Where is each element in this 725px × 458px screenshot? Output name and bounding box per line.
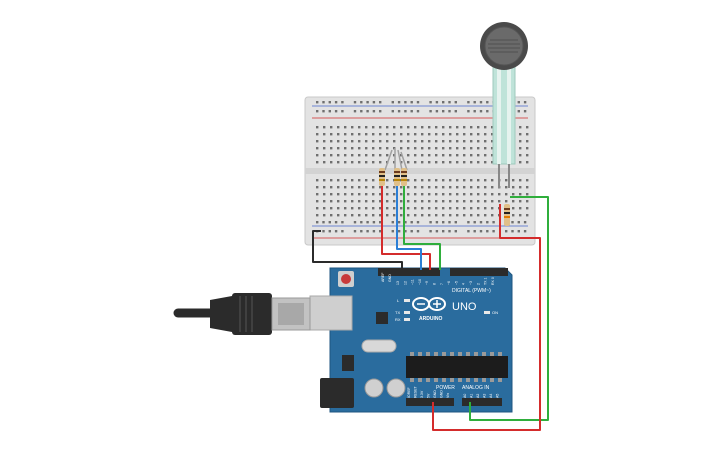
digital-pin-label-7: ~6 [447, 281, 451, 285]
l-label: L [397, 298, 400, 303]
breadboard[interactable] [304, 96, 536, 246]
power-header-label: POWER [436, 385, 455, 391]
wire-green-led[interactable] [403, 186, 441, 270]
gnd-label: GND [388, 274, 392, 282]
analog-pin-label-2: A2 [476, 394, 480, 398]
arduino-uno-board[interactable] [309, 267, 513, 413]
resistor-red[interactable] [379, 168, 385, 186]
wire-sensor-signal[interactable] [469, 196, 549, 421]
resistor-green[interactable] [401, 168, 407, 186]
digital-pin-label-10: ~3 [469, 281, 473, 285]
led-l-indicator [404, 299, 410, 302]
analog-pin-label-1: A1 [470, 394, 474, 398]
on-label: ON [492, 310, 498, 315]
led-rx-indicator [404, 318, 410, 321]
arduino-infinity-logo [412, 297, 446, 311]
power-pin-label-5: GND [440, 390, 444, 398]
digital-pin-label-1: 12 [403, 281, 407, 285]
analog-pin-label-4: A4 [489, 394, 493, 398]
wire-sensor-5v[interactable] [432, 204, 541, 431]
digital-pin-label-11: 2 [476, 283, 480, 285]
analog-pin-label-3: A3 [483, 394, 487, 398]
power-pin-label-4: GND [433, 390, 437, 398]
usb-cable-icon[interactable] [173, 293, 311, 335]
led-on-indicator [484, 311, 490, 314]
board-brand-label: ARDUINO [419, 316, 442, 322]
force-sensor[interactable] [480, 22, 528, 188]
digital-pin-label-4: ~9 [425, 281, 429, 285]
rgb-led[interactable] [384, 148, 408, 171]
digital-pin-label-2: ~11 [411, 279, 415, 285]
digital-pin-label-13: RX 0 [491, 277, 495, 285]
digital-pin-label-8: ~5 [454, 281, 458, 285]
tx-label: TX [395, 310, 400, 315]
board-model-label: UNO [452, 301, 477, 313]
analog-pin-label-5: A5 [496, 394, 500, 398]
breadboard-holes [316, 101, 529, 233]
digital-pin-label-12: TX 1 [484, 278, 488, 285]
power-pin-label-2: 3.3V [420, 390, 424, 398]
analog-header-label: ANALOG IN [462, 385, 490, 391]
power-pin-label-1: RESET [414, 385, 418, 398]
analog-pin-label-0: A0 [463, 394, 467, 398]
digital-pin-label-0: 13 [396, 281, 400, 285]
digital-pin-label-5: 8 [433, 283, 437, 285]
wire-gnd[interactable] [312, 230, 403, 270]
digital-pin-label-9: 4 [462, 283, 466, 285]
led-tx-indicator [404, 311, 410, 314]
wire-red-led[interactable] [381, 186, 431, 270]
digital-pin-label-6: 7 [440, 283, 444, 285]
digital-header-label: DIGITAL (PWM~) [452, 288, 491, 294]
digital-pin-label-3: ~10 [418, 279, 422, 285]
aref-label: AREF [381, 273, 385, 282]
resistor-pulldown[interactable] [504, 204, 510, 226]
rx-label: RX [395, 317, 401, 322]
power-pin-label-0: IOREF [407, 387, 411, 398]
wire-blue-led[interactable] [396, 186, 422, 270]
power-pin-label-3: 5V [427, 393, 431, 398]
resistor-blue[interactable] [394, 168, 400, 186]
power-pin-label-6: Vin [446, 393, 450, 398]
